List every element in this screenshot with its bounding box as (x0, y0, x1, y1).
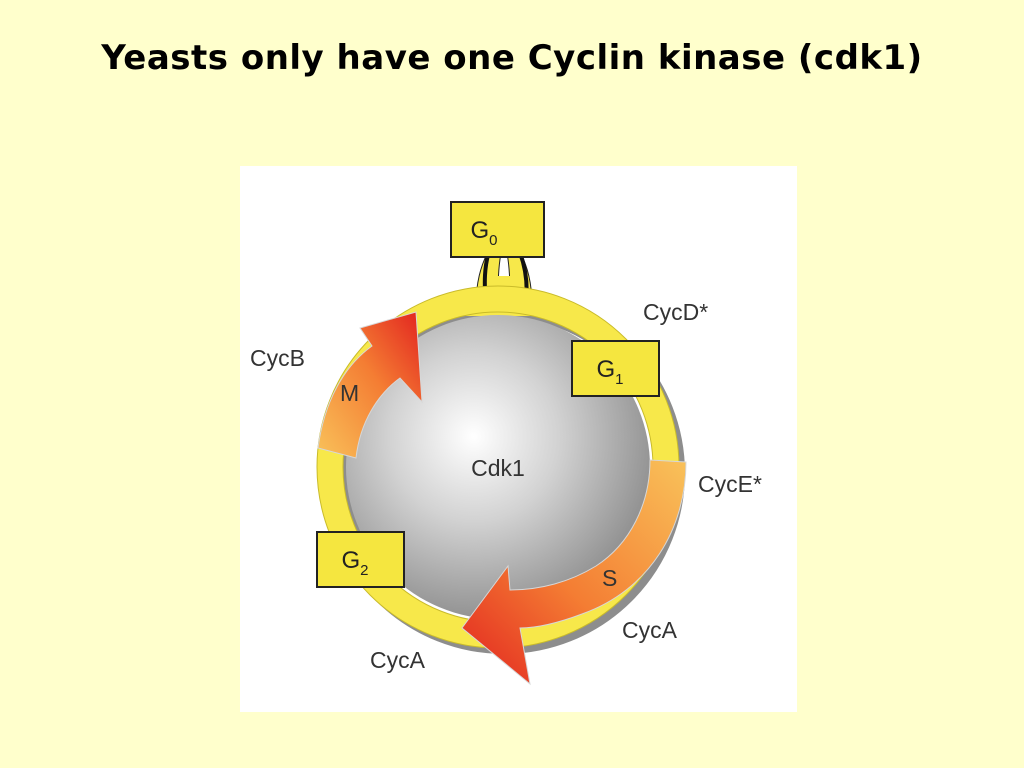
svg-text:G0: G0 (470, 217, 497, 249)
m-phase-arrow (317, 311, 423, 459)
g0-sub: 0 (489, 232, 497, 249)
s-phase-label: S (602, 565, 617, 591)
cell-cycle-figure: G0 G1 G2 M S Cdk1 CycD* CycB CycE* CycA … (240, 166, 797, 712)
g2-main: G (341, 547, 360, 574)
cyca-g2-label: CycA (370, 647, 426, 673)
svg-text:G2: G2 (341, 547, 368, 579)
cyce-label: CycE* (698, 471, 762, 497)
g1-box: G1 (571, 340, 660, 397)
s-phase-arrow (461, 459, 687, 686)
m-phase-label: M (340, 380, 359, 406)
g1-sub: 1 (615, 371, 623, 388)
cycd-label: CycD* (643, 299, 708, 325)
cyca-s-label: CycA (622, 617, 678, 643)
cycb-label: CycB (250, 345, 305, 371)
cell-cycle-diagram: G0 G1 G2 M S Cdk1 CycD* CycB CycE* CycA … (250, 201, 762, 686)
g0-box: G0 (450, 201, 545, 258)
g2-sub: 2 (360, 562, 368, 579)
g0-main: G (470, 217, 489, 244)
g2-box: G2 (316, 531, 405, 588)
slide-title: Yeasts only have one Cyclin kinase (cdk1… (101, 38, 923, 78)
svg-text:G1: G1 (596, 356, 623, 388)
cdk1-label: Cdk1 (471, 455, 525, 481)
g1-main: G (596, 356, 615, 383)
